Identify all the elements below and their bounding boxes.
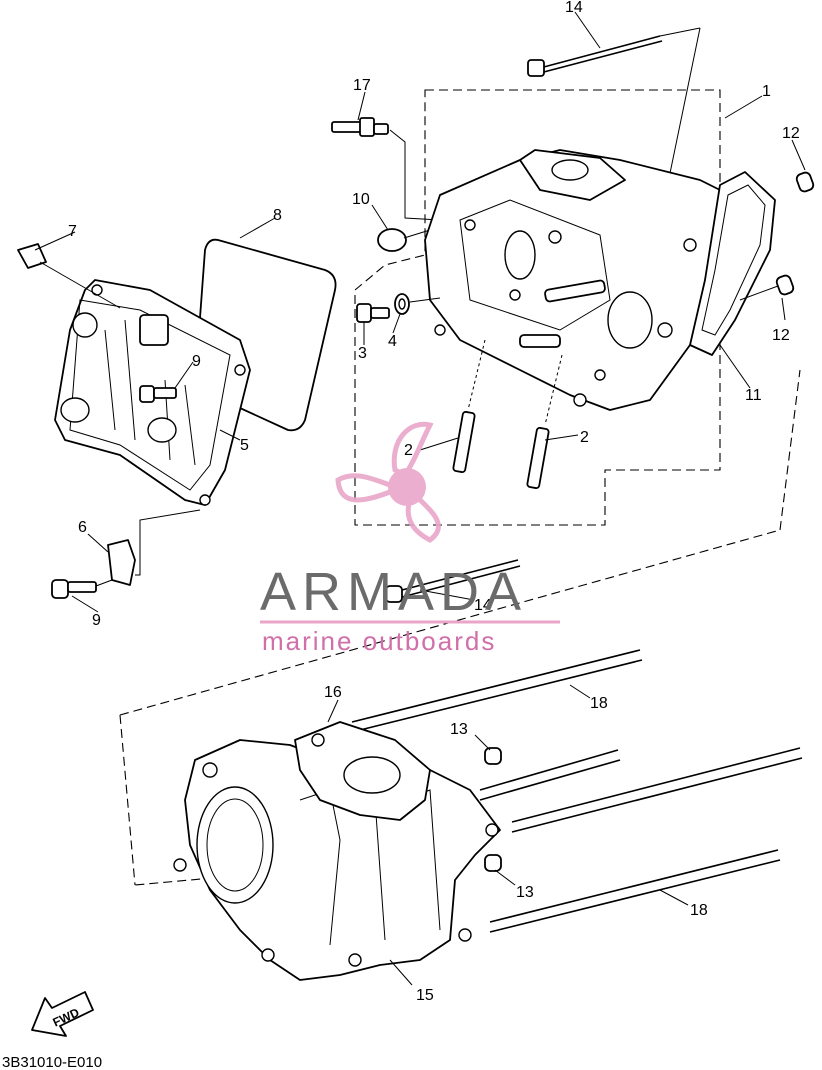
fwd-arrow-icon: FWD <box>31 991 94 1037</box>
armada-propeller-logo <box>335 421 441 543</box>
watermark-brand: ARMADA <box>260 562 527 622</box>
callout-1: 1 <box>762 83 771 100</box>
callout-4: 4 <box>388 333 397 350</box>
bracket-6 <box>107 509 201 586</box>
callout-9-lower: 9 <box>92 612 101 629</box>
dowel-13-lower <box>484 854 502 872</box>
callout-16: 16 <box>324 684 342 701</box>
bolt-9-upper <box>139 385 177 403</box>
callout-2-right: 2 <box>580 429 589 446</box>
stud-18-b <box>479 749 621 801</box>
long-bolt-14-lower <box>385 559 521 603</box>
callout-14-lower: 14 <box>474 597 492 614</box>
callout-14-upper: 14 <box>565 0 583 16</box>
stud-18-d <box>489 849 781 933</box>
cap-10 <box>377 228 431 252</box>
callout-2-left: 2 <box>404 442 413 459</box>
callout-10: 10 <box>352 191 370 208</box>
callout-8: 8 <box>273 207 282 224</box>
stud-2-right <box>526 354 563 490</box>
stud-18-a <box>351 649 643 733</box>
callout-18-lower: 18 <box>690 902 708 919</box>
watermark-tagline: marine outboards <box>262 626 496 656</box>
callout-6: 6 <box>78 519 87 536</box>
gasket-16 <box>294 721 431 821</box>
leader-lines <box>34 11 806 986</box>
dowel-13-upper <box>484 747 502 765</box>
callout-3: 3 <box>358 345 367 362</box>
bolt-9-lower <box>51 579 113 599</box>
callout-15: 15 <box>416 987 434 1004</box>
bolt-3 <box>356 303 390 323</box>
callout-13-lower: 13 <box>516 884 534 901</box>
drawing-code: 3B31010-E010 <box>2 1054 102 1070</box>
fitting-17 <box>331 117 441 221</box>
stud-18-c <box>511 747 803 833</box>
callout-5: 5 <box>240 437 249 454</box>
callout-9-upper: 9 <box>192 353 201 370</box>
callout-numbers: 14 1 12 17 10 8 7 12 11 9 5 3 4 2 2 6 9 … <box>68 0 800 1004</box>
callout-12-lower: 12 <box>772 327 790 344</box>
clip-7 <box>17 243 121 309</box>
callout-12-upper: 12 <box>782 125 800 142</box>
callout-17: 17 <box>353 77 371 94</box>
stud-2-left <box>452 339 486 474</box>
gasket-11 <box>689 171 776 356</box>
washer-4 <box>394 293 441 315</box>
callout-11: 11 <box>745 387 762 404</box>
dowel-12-upper <box>795 171 815 193</box>
callout-7: 7 <box>68 223 77 240</box>
callout-13-upper: 13 <box>450 721 468 738</box>
dowel-12-lower <box>739 274 795 301</box>
callout-18-upper: 18 <box>590 695 608 712</box>
